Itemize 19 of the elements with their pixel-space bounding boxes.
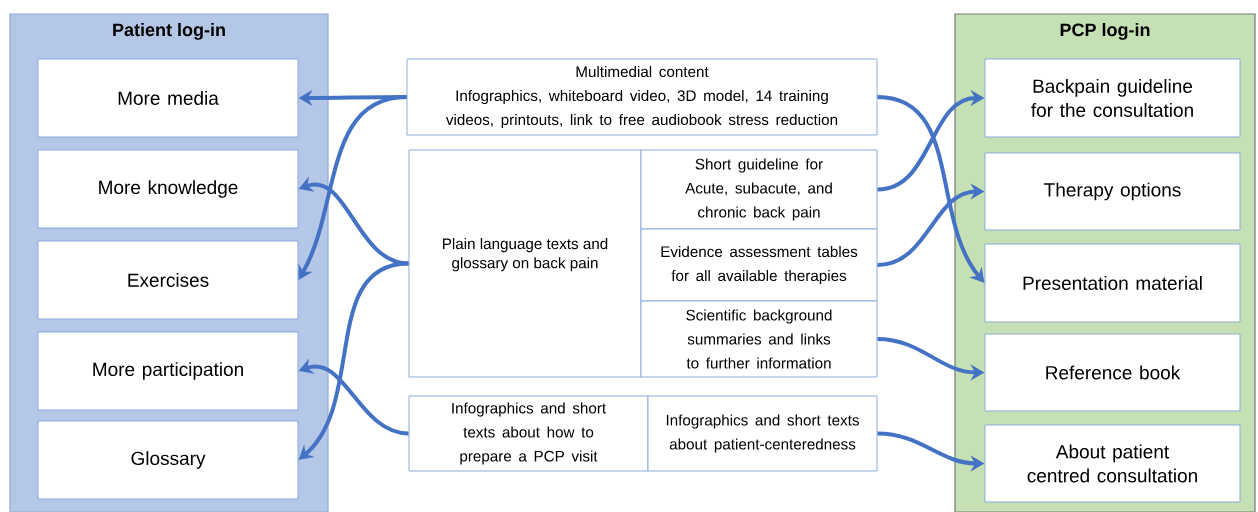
content-cell: Multimedial content Infographics, whiteboard video, 3D model, 14 training videos, printouts, link to free audiobook stress reduction xyxy=(406,58,878,136)
arrow xyxy=(298,95,407,280)
content-cell: Infographics and short texts about how to prepare a PCP visit xyxy=(408,395,649,472)
content-cell: Short guideline for Acute, subacute, and chronic back pain xyxy=(640,149,878,230)
arrow xyxy=(877,95,985,283)
content-box: Glossary xyxy=(37,420,299,500)
content-box: Presentation material xyxy=(984,243,1241,323)
content-box: Backpain guideline for the consultation xyxy=(984,58,1241,138)
content-box: More participation xyxy=(37,331,299,411)
content-cell: Infographics and short texts about patient-centeredness xyxy=(647,395,878,472)
content-box: Reference book xyxy=(984,333,1241,412)
content-cell: Plain language texts and glossary on back pain xyxy=(408,149,642,378)
content-box: About patient centred consultation xyxy=(984,424,1241,503)
content-box: More media xyxy=(37,58,299,138)
content-box: More knowledge xyxy=(37,149,299,229)
content-box: Therapy options xyxy=(984,152,1241,231)
content-box: Exercises xyxy=(37,240,299,320)
content-cell: Evidence assessment tables for all available therapies xyxy=(640,228,878,302)
content-cell: Scientific background summaries and links to further information xyxy=(640,300,878,378)
